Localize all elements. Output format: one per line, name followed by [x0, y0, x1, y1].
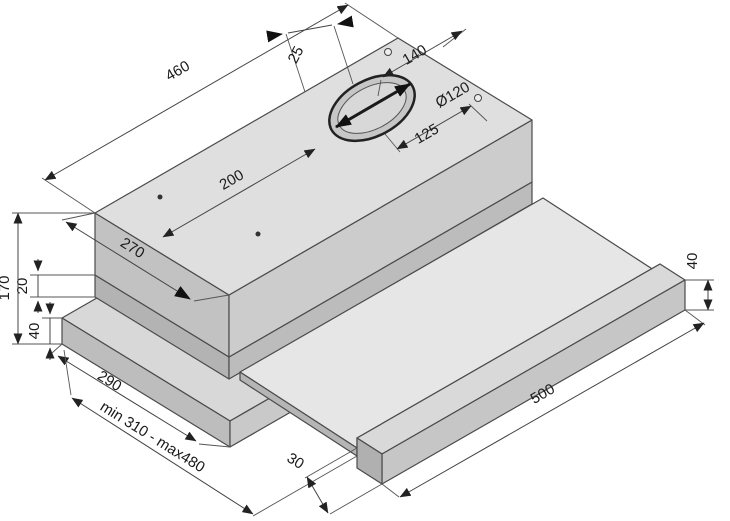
mark-dot-left: [157, 194, 163, 200]
mark-dot-mid: [255, 231, 261, 237]
dim-label-170: 170: [0, 275, 13, 300]
dim-label-460: 460: [163, 57, 193, 84]
screw-hole-back: [384, 48, 392, 56]
dim-line-diameter: [335, 82, 411, 129]
dim-line-range: [71, 397, 254, 515]
dim-line-270: [65, 221, 191, 300]
dim-line-125: [396, 105, 472, 150]
dim-label-40-left: 40: [26, 323, 43, 340]
dim-line-30: [306, 476, 329, 514]
dim-line-140: [382, 30, 463, 78]
dim-label-30: 30: [284, 450, 307, 473]
screw-hole-right: [474, 94, 482, 102]
dim-label-40-right: 40: [684, 253, 701, 270]
dim-label-25: 25: [285, 44, 308, 67]
dim-label-20: 20: [14, 278, 31, 295]
dim-line-460: [44, 4, 349, 181]
dim-line-500: [399, 322, 705, 498]
